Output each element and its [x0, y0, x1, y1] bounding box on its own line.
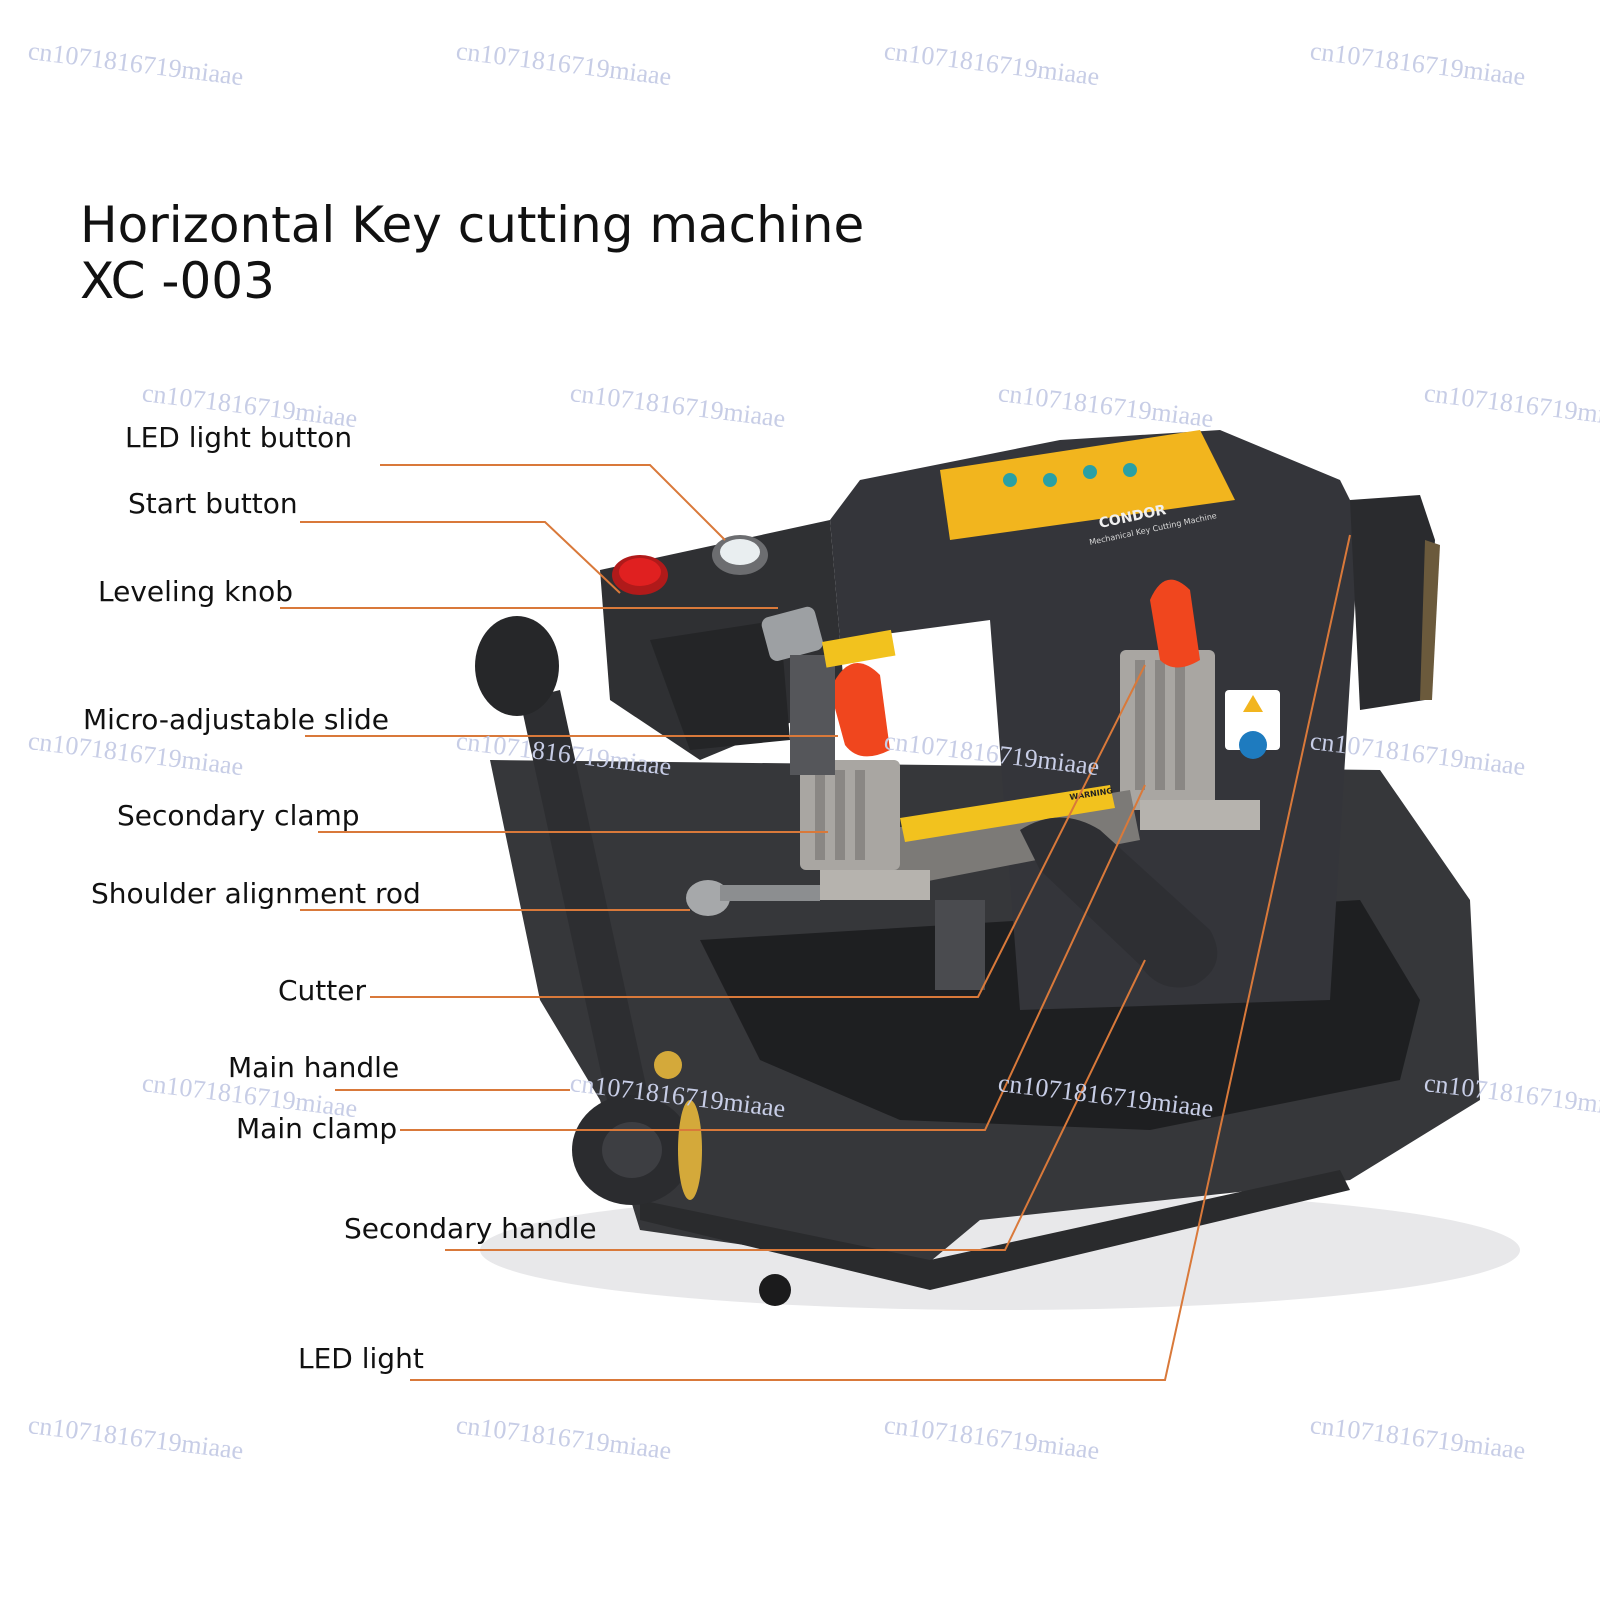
led-light-housing — [1350, 495, 1435, 710]
leader-main-clamp — [400, 784, 1146, 1131]
label-micro-adjustable-slide: Micro-adjustable slide — [83, 703, 389, 736]
label-secondary-clamp: Secondary clamp — [117, 799, 360, 832]
main-clamp-knob — [1150, 579, 1200, 668]
label-leveling-knob: Leveling knob — [98, 575, 293, 608]
control-box-panel — [650, 620, 790, 750]
page-title: Horizontal Key cutting machine — [80, 196, 865, 254]
micro-slide-part — [790, 655, 835, 775]
leveling-knob-part — [761, 606, 823, 661]
leader-led-light — [410, 534, 1351, 1381]
model-number: XC -003 — [80, 252, 275, 310]
label-main-clamp: Main clamp — [236, 1112, 398, 1145]
label-cutter: Cutter — [278, 974, 366, 1007]
start-button-cap — [619, 558, 661, 586]
main-handle-lever — [520, 690, 660, 1160]
yellow-panel — [940, 430, 1235, 540]
alignment-rod-knob — [686, 880, 730, 916]
secondary-handle-part — [1020, 817, 1218, 988]
main-clamp-base — [1140, 800, 1260, 830]
main-handle-nut — [654, 1051, 682, 1079]
label-secondary-handle: Secondary handle — [344, 1212, 597, 1245]
label-led-light: LED light — [298, 1342, 424, 1375]
secondary-clamp-knob — [830, 663, 890, 757]
label-main-handle: Main handle — [228, 1051, 400, 1084]
leader-secondary-handle — [445, 959, 1146, 1251]
alignment-rod — [720, 885, 820, 901]
slide-label — [822, 629, 896, 668]
secondary-clamp-base — [820, 870, 930, 900]
label-start-button: Start button — [128, 487, 298, 520]
leader-lines — [280, 464, 1351, 1381]
warning-sticker — [1225, 690, 1280, 750]
label-led-light-button: LED light button — [125, 421, 353, 454]
leader-start-button — [300, 521, 621, 594]
base-front-edge — [640, 1170, 1350, 1290]
leader-led-light-button — [380, 464, 726, 541]
label-shoulder-alignment-rod: Shoulder alignment rod — [91, 877, 421, 910]
motor-housing — [830, 430, 1360, 1010]
warning-label — [900, 785, 1115, 842]
main-handle-grip — [475, 616, 559, 716]
led-light-brush — [1420, 540, 1440, 700]
goggles-sticker — [1239, 731, 1267, 759]
main-clamp-body — [1120, 650, 1215, 810]
led-button-cap — [720, 539, 760, 565]
cutter-part — [935, 900, 985, 990]
main-handle-ring — [678, 1100, 702, 1200]
leader-cutter — [370, 664, 1146, 998]
foot — [759, 1274, 791, 1306]
